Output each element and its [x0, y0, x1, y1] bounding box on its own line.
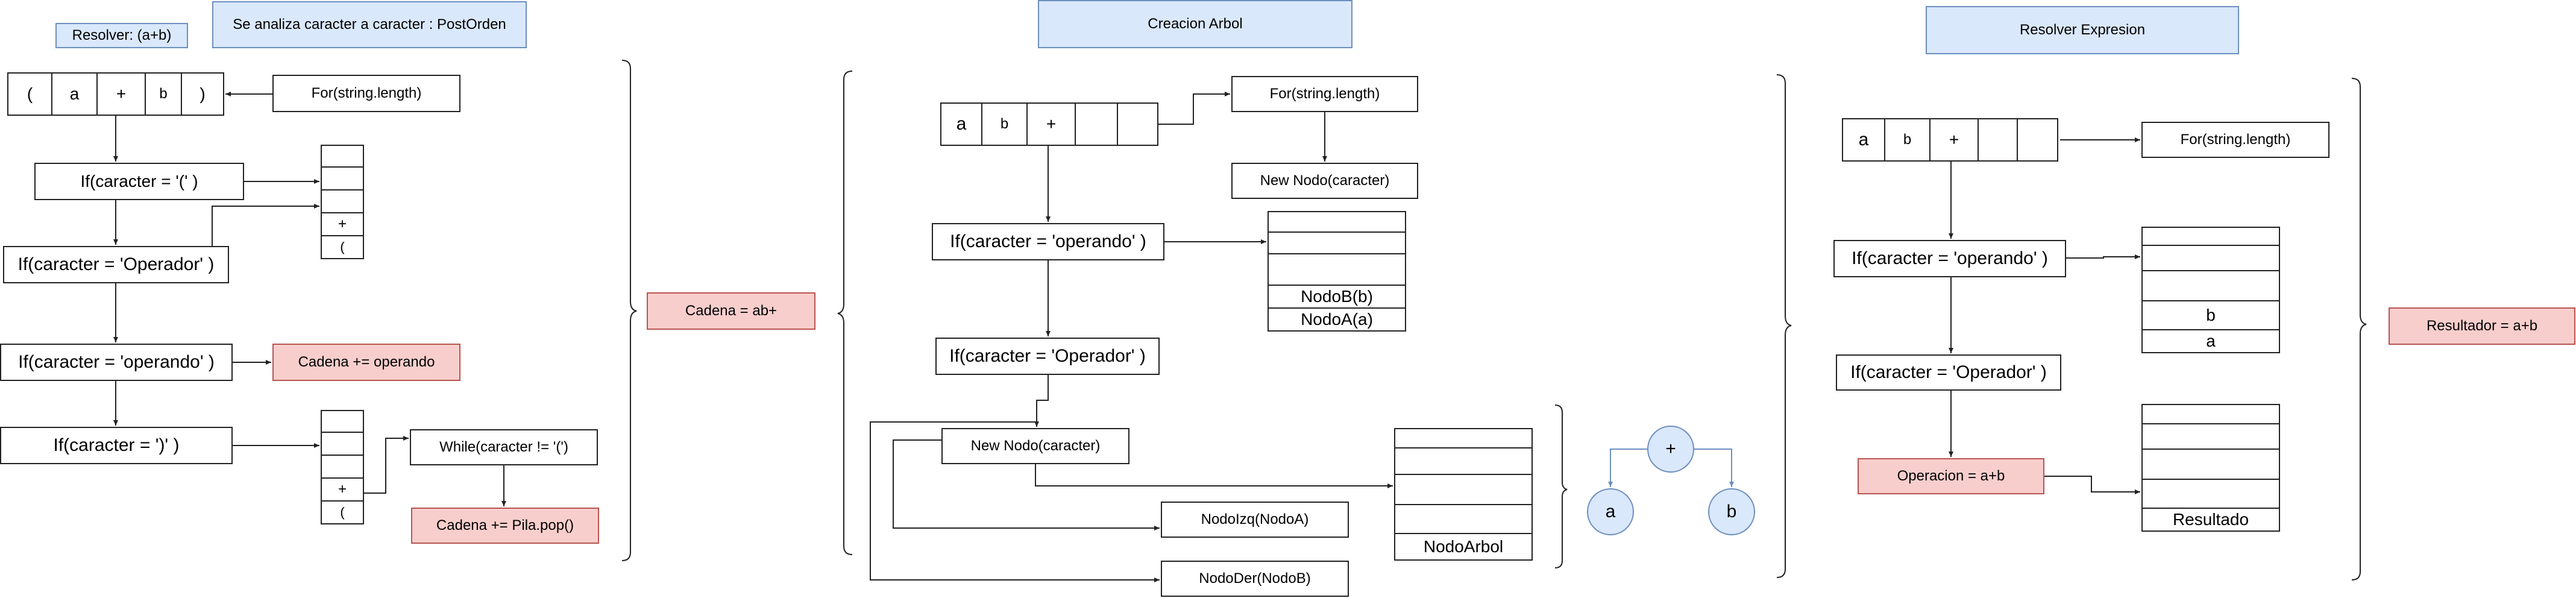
array-cell: + [1028, 102, 1076, 146]
input-array-right: a b + [1842, 118, 2058, 162]
if-operando-middle: If(caracter = 'operando' ) [932, 223, 1164, 260]
stack-cell [321, 456, 364, 479]
stack-cell [1394, 428, 1533, 448]
array-cell: a [1842, 118, 1885, 162]
resolver-expresion-header: Resolver Expresion [1926, 6, 2239, 54]
nodo-izq: NodoIzq(NodoA) [1161, 502, 1349, 538]
nodo-der: NodoDer(NodoB) [1161, 561, 1349, 597]
array-cell: + [98, 72, 146, 116]
while-loop: While(caracter != '(') [410, 429, 598, 465]
array-cell: b [1885, 118, 1930, 162]
resolver-label: Resolver: (a+b) [55, 23, 188, 48]
stack-cell [2141, 246, 2280, 271]
cadena-operando: Cadena += operando [272, 344, 460, 381]
stack-cell [321, 168, 364, 190]
stack-middle-bottom: NodoArbol [1394, 428, 1533, 561]
stack-cell: Resultado [2141, 509, 2280, 532]
array-cell: ( [7, 72, 52, 116]
if-paren-open: If(caracter = '(' ) [34, 163, 244, 200]
array-cell: ) [182, 72, 224, 116]
postorden-header: Se analiza caracter a caracter : PostOrd… [212, 1, 527, 48]
stack-cell [2141, 450, 2280, 480]
stack-middle-top: NodoB(b) NodoA(a) [1268, 211, 1406, 332]
array-cell: + [1930, 118, 1979, 162]
array-cell: b [982, 102, 1028, 146]
stack-cell: b [2141, 301, 2280, 330]
stack-cell [321, 190, 364, 213]
cadena-result: Cadena = ab+ [647, 292, 815, 330]
stack-cell [2141, 404, 2280, 424]
if-operador-left: If(caracter = 'Operador' ) [3, 246, 229, 283]
array-cell [1979, 118, 2018, 162]
array-cell [1076, 102, 1118, 146]
array-cell: a [52, 72, 98, 116]
stack-cell: ( [321, 236, 364, 259]
stack-cell [2141, 424, 2280, 450]
tree-root-node: + [1647, 426, 1694, 473]
array-cell: b [146, 72, 182, 116]
new-nodo: New Nodo(caracter) [941, 428, 1129, 464]
cadena-pop: Cadena += Pila.pop() [411, 508, 599, 544]
stack-cell: + [321, 479, 364, 502]
input-array-left: ( a + b ) [7, 72, 224, 116]
stack-cell: + [321, 213, 364, 236]
stack-cell [1268, 254, 1406, 286]
new-nodo-top: New Nodo(caracter) [1231, 163, 1418, 199]
stack-cell [1394, 505, 1533, 534]
tree-left-node: a [1587, 488, 1634, 535]
stack-cell [2141, 480, 2280, 509]
array-cell [1118, 102, 1158, 146]
input-array-middle: a b + [940, 102, 1158, 146]
stack-cell: NodoA(a) [1268, 309, 1406, 332]
if-operando-right: If(caracter = 'operando' ) [1833, 240, 2066, 277]
if-paren-close: If(caracter = ')' ) [0, 427, 233, 464]
stack-right-top: b a [2141, 227, 2280, 353]
stack-cell [1394, 448, 1533, 475]
stack-left-2: + ( [321, 410, 364, 524]
stack-left-1: + ( [321, 145, 364, 259]
stack-cell [321, 433, 364, 456]
stack-cell [321, 145, 364, 168]
for-loop-middle: For(string.length) [1231, 76, 1418, 112]
tree-right-node: b [1708, 488, 1755, 535]
stack-cell [1268, 233, 1406, 254]
stack-cell: NodoB(b) [1268, 286, 1406, 309]
resultado-final: Resultador = a+b [2389, 307, 2575, 345]
stack-cell [2141, 271, 2280, 301]
stack-cell: NodoArbol [1394, 534, 1533, 561]
operacion: Operacion = a+b [1858, 458, 2044, 494]
stack-cell [321, 410, 364, 433]
for-loop-right: For(string.length) [2141, 122, 2329, 158]
creacion-arbol-header: Creacion Arbol [1038, 0, 1352, 48]
array-cell [2018, 118, 2058, 162]
stack-cell [1268, 211, 1406, 233]
stack-right-bottom: Resultado [2141, 404, 2280, 532]
array-cell: a [940, 102, 982, 146]
stack-cell [1394, 475, 1533, 505]
for-loop-left: For(string.length) [272, 75, 460, 112]
stack-cell: ( [321, 502, 364, 524]
stack-cell: a [2141, 330, 2280, 353]
stack-cell [2141, 227, 2280, 246]
if-operador-middle: If(caracter = 'Operador' ) [935, 338, 1160, 375]
if-operando-left: If(caracter = 'operando' ) [0, 344, 233, 381]
if-operador-right: If(caracter = 'Operador' ) [1836, 354, 2061, 391]
